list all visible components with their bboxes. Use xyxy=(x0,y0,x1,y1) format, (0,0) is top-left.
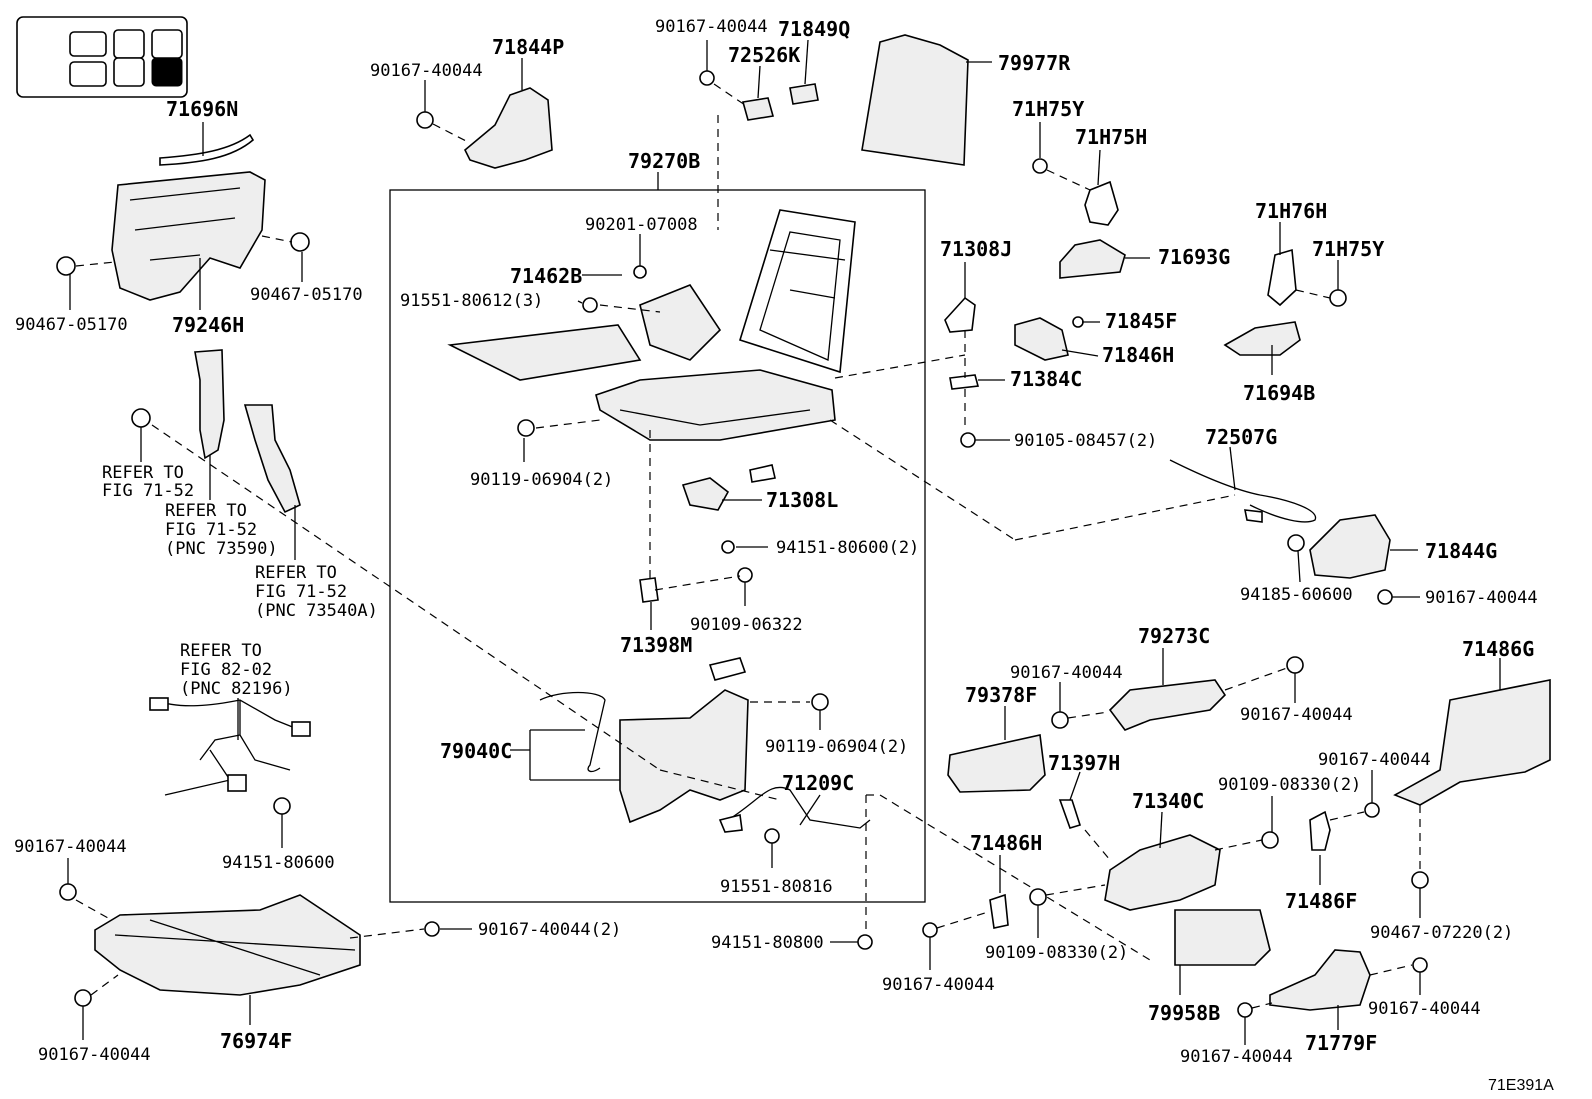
label-79040C[interactable]: 79040C xyxy=(440,739,512,763)
refer-note-2-line2: FIG 71-52 xyxy=(165,520,257,540)
label-71209C[interactable]: 71209C xyxy=(782,771,854,795)
lower-right-mechanism xyxy=(922,656,1551,1018)
label-90109-06322[interactable]: 90109-06322 xyxy=(690,615,803,635)
bracket-71844P xyxy=(416,87,553,169)
label-71462B[interactable]: 71462B xyxy=(510,264,582,288)
pad-79977R xyxy=(861,34,969,166)
label-79958B[interactable]: 79958B xyxy=(1148,1001,1220,1025)
lower-frame-parts xyxy=(539,430,880,950)
label-90109-08330-a[interactable]: 90109-08330(2) xyxy=(1218,775,1361,795)
label-79273C[interactable]: 79273C xyxy=(1138,624,1210,648)
label-90167-40044-2[interactable]: 90167-40044(2) xyxy=(478,920,621,940)
label-90167-40044-b2[interactable]: 90167-40044 xyxy=(1180,1047,1293,1067)
side-cover-part xyxy=(56,133,310,301)
figure-code: 71E391A xyxy=(1488,1077,1554,1094)
clip-parts xyxy=(699,70,819,230)
label-71696N[interactable]: 71696N xyxy=(166,97,238,121)
label-71849Q[interactable]: 71849Q xyxy=(778,17,850,41)
label-79977R[interactable]: 79977R xyxy=(998,51,1071,75)
label-90167-40044-m1[interactable]: 90167-40044 xyxy=(1010,663,1123,683)
label-79246H[interactable]: 79246H xyxy=(172,313,244,337)
refer-note-2-line3: (PNC 73590) xyxy=(165,539,278,559)
seat-belt-parts xyxy=(131,349,301,514)
label-90167-40044-tc[interactable]: 90167-40044 xyxy=(655,17,768,37)
label-79270B[interactable]: 79270B xyxy=(628,149,700,173)
label-71340C[interactable]: 71340C xyxy=(1132,789,1204,813)
label-71694B[interactable]: 71694B xyxy=(1243,381,1315,405)
label-90167-40044-tl[interactable]: 90167-40044 xyxy=(370,61,483,81)
label-71846H[interactable]: 71846H xyxy=(1102,343,1174,367)
refer-note-1-line1: REFER TO xyxy=(102,463,184,483)
label-90167-40044-lb[interactable]: 90167-40044 xyxy=(38,1045,151,1065)
label-71398M[interactable]: 71398M xyxy=(620,633,692,657)
cable-and-cover xyxy=(1169,459,1393,605)
label-90467-05170-b[interactable]: 90467-05170 xyxy=(250,285,363,305)
part-number-labels: 71696N 79246H 90467-05170 90467-05170 90… xyxy=(14,17,1538,1067)
label-90167-40044-m2[interactable]: 90167-40044 xyxy=(1240,705,1353,725)
label-71486G[interactable]: 71486G xyxy=(1462,637,1534,661)
refer-note-4-line1: REFER TO xyxy=(180,641,262,661)
label-90201-07008[interactable]: 90201-07008 xyxy=(585,215,698,235)
label-90109-08330-b[interactable]: 90109-08330(2) xyxy=(985,943,1128,963)
label-90105-08457[interactable]: 90105-08457(2) xyxy=(1014,431,1157,451)
label-71H76H[interactable]: 71H76H xyxy=(1255,199,1327,223)
refer-note-1-line2: FIG 71-52 xyxy=(102,481,194,501)
refer-note-3-line2: FIG 71-52 xyxy=(255,582,347,602)
label-90167-40044-b3[interactable]: 90167-40044 xyxy=(1368,999,1481,1019)
label-71844G[interactable]: 71844G xyxy=(1425,539,1497,563)
label-71H75Y-a[interactable]: 71H75Y xyxy=(1012,97,1084,121)
label-71844P[interactable]: 71844P xyxy=(492,35,564,59)
label-71779F[interactable]: 71779F xyxy=(1305,1031,1377,1055)
label-71486F[interactable]: 71486F xyxy=(1285,889,1357,913)
label-71H75H[interactable]: 71H75H xyxy=(1075,125,1147,149)
label-90467-05170-a[interactable]: 90467-05170 xyxy=(15,315,128,335)
label-71308J[interactable]: 71308J xyxy=(940,237,1012,261)
hinge-covers-right xyxy=(944,158,1347,448)
refer-note-2-line1: REFER TO xyxy=(165,501,247,521)
label-72526K[interactable]: 72526K xyxy=(728,43,800,67)
refer-notes: REFER TO FIG 71-52 REFER TO FIG 71-52 (P… xyxy=(102,463,378,699)
label-71397H[interactable]: 71397H xyxy=(1048,751,1120,775)
label-90167-40044-ll[interactable]: 90167-40044 xyxy=(14,837,127,857)
label-91551-80816[interactable]: 91551-80816 xyxy=(720,877,833,897)
label-94151-80600[interactable]: 94151-80600 xyxy=(222,853,335,873)
label-90119-06904-a[interactable]: 90119-06904(2) xyxy=(470,470,613,490)
refer-note-3-line3: (PNC 73540A) xyxy=(255,601,378,621)
label-leader-lines xyxy=(67,39,1501,1045)
label-71384C[interactable]: 71384C xyxy=(1010,367,1082,391)
label-71693G[interactable]: 71693G xyxy=(1158,245,1230,269)
label-90467-07220[interactable]: 90467-07220(2) xyxy=(1370,923,1513,943)
seat-base-76974F xyxy=(59,883,440,1007)
wire-harness xyxy=(149,697,311,815)
label-94185-60600[interactable]: 94185-60600 xyxy=(1240,585,1353,605)
label-79378F[interactable]: 79378F xyxy=(965,683,1037,707)
refer-note-4-line2: FIG 82-02 xyxy=(180,660,272,680)
label-91551-80612[interactable]: 91551-80612(3) xyxy=(400,291,543,311)
seat-frame xyxy=(447,209,856,441)
label-94151-80800[interactable]: 94151-80800 xyxy=(711,933,824,953)
label-71H75Y-b[interactable]: 71H75Y xyxy=(1312,237,1384,261)
label-90167-40044-m3[interactable]: 90167-40044 xyxy=(1318,750,1431,770)
seat-locator-icon xyxy=(16,16,188,98)
assembly-leader-lines xyxy=(151,354,1236,961)
refer-note-3-line1: REFER TO xyxy=(255,563,337,583)
refer-note-4-line3: (PNC 82196) xyxy=(180,679,293,699)
label-94151-80600-2[interactable]: 94151-80600(2) xyxy=(776,538,919,558)
label-76974F[interactable]: 76974F xyxy=(220,1029,292,1053)
label-71308L[interactable]: 71308L xyxy=(766,488,838,512)
label-72507G[interactable]: 72507G xyxy=(1205,425,1277,449)
label-90167-40044-r1[interactable]: 90167-40044 xyxy=(1425,588,1538,608)
label-71486H[interactable]: 71486H xyxy=(970,831,1042,855)
label-71845F[interactable]: 71845F xyxy=(1105,309,1177,333)
label-90167-40044-b1[interactable]: 90167-40044 xyxy=(882,975,995,995)
label-90119-06904-b[interactable]: 90119-06904(2) xyxy=(765,737,908,757)
